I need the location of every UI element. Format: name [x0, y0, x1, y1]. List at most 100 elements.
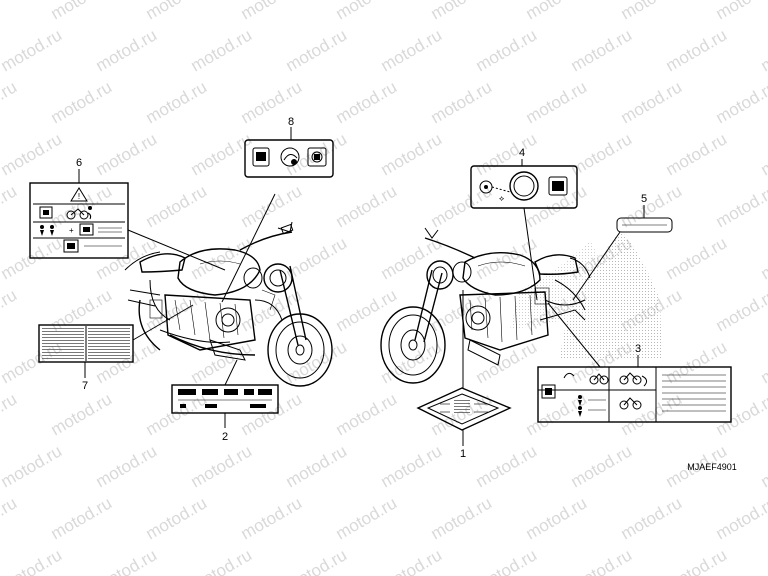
watermark-text: motod.ru [618, 389, 686, 439]
watermark-text: motod.ru [523, 0, 591, 23]
watermark-text: motod.ru [473, 233, 541, 283]
watermark-text: motod.ru [143, 0, 211, 23]
watermark-text: motod.ru [473, 129, 541, 179]
watermark-text: motod.ru [568, 545, 636, 576]
watermark-text: motod.ru [473, 25, 541, 75]
watermark-text: motod.ru [758, 441, 768, 491]
watermark-text: motod.ru [48, 285, 116, 335]
watermark-text: motod.ru [48, 77, 116, 127]
watermark-text: motod.ru [378, 545, 446, 576]
callout-8: 8 [288, 116, 294, 128]
watermark-text: motod.ru [0, 25, 65, 75]
watermark-text: motod.ru [663, 337, 731, 387]
watermark-text: motod.ru [238, 493, 306, 543]
watermark-text: motod.ru [188, 441, 256, 491]
watermark-text: motod.ru [333, 285, 401, 335]
watermark-text: motod.ru [283, 441, 351, 491]
watermark-text: motod.ru [523, 493, 591, 543]
watermark-text: motod.ru [663, 129, 731, 179]
callout-1: 1 [460, 448, 466, 460]
svg-text:!: ! [78, 192, 80, 201]
left-motorcycle-drawing [124, 221, 333, 387]
watermark-text: motod.ru [283, 337, 351, 387]
watermark-text: motod.ru [713, 389, 768, 439]
watermark-text: motod.ru [333, 181, 401, 231]
watermark-text: motod.ru [238, 77, 306, 127]
watermark-text: motod.ru [0, 545, 65, 576]
callout-5: 5 [641, 193, 647, 205]
watermark-text: motod.ru [473, 337, 541, 387]
watermark-text: motod.ru [713, 77, 768, 127]
watermark-text: motod.ru [93, 545, 161, 576]
watermark-text: motod.ru [428, 77, 496, 127]
svg-text:⟡: ⟡ [499, 194, 505, 203]
label-7 [38, 324, 134, 363]
watermark-text: motod.ru [758, 545, 768, 576]
callout-6: 6 [76, 157, 82, 169]
watermark-text: motod.ru [188, 545, 256, 576]
watermark-text: motod.ru [618, 493, 686, 543]
label-1 [416, 387, 512, 431]
watermark-text: motod.ru [0, 441, 65, 491]
watermark-text: motod.ru [428, 0, 496, 23]
callout-4: 4 [519, 147, 525, 159]
watermark-text: motod.ru [48, 0, 116, 23]
watermark-text: motod.ru [143, 77, 211, 127]
watermark-text: motod.ru [93, 441, 161, 491]
watermark-text: motod.ru [473, 441, 541, 491]
diagram-code: MJAEF4901 [687, 462, 737, 472]
watermark-text: motod.ru [663, 25, 731, 75]
watermark-text: motod.ru [568, 25, 636, 75]
watermark-text: motod.ru [568, 441, 636, 491]
watermark-text: motod.ru [238, 181, 306, 231]
watermark-text: motod.ru [378, 337, 446, 387]
watermark-text: motod.ru [428, 493, 496, 543]
watermark-text: motod.ru [0, 389, 20, 439]
watermark-text: motod.ru [713, 181, 768, 231]
watermark-text: motod.ru [333, 493, 401, 543]
watermark-text: motod.ru [188, 337, 256, 387]
watermark-text: motod.ru [663, 233, 731, 283]
watermark-text: motod.ru [713, 493, 768, 543]
watermark-text: motod.ru [378, 441, 446, 491]
watermark-text: motod.ru [758, 233, 768, 283]
callout-2: 2 [222, 431, 228, 443]
watermark-text: motod.ru [143, 389, 211, 439]
watermark-text: motod.ru [523, 77, 591, 127]
callout-numbers: 6 8 4 5 7 2 1 3 [76, 116, 647, 460]
svg-text:+: + [69, 226, 74, 235]
callout-7: 7 [82, 380, 88, 392]
watermark-text: motod.ru [0, 285, 20, 335]
watermark-text: motod.ru [378, 25, 446, 75]
watermark-text: motod.ru [758, 25, 768, 75]
watermark-text: motod.ru [333, 389, 401, 439]
watermark-text: motod.ru [93, 25, 161, 75]
callout-3: 3 [635, 343, 641, 355]
watermark-text: motod.ru [283, 545, 351, 576]
watermark-text: motod.ru [618, 77, 686, 127]
watermark-text: motod.ru [283, 25, 351, 75]
watermark-text: motod.ru [618, 0, 686, 23]
watermark-text: motod.ru [48, 389, 116, 439]
watermark-text: motod.ru [0, 77, 20, 127]
watermark-text: motod.ru [333, 0, 401, 23]
watermark-text: motod.ru [333, 77, 401, 127]
watermark-text: motod.ru [428, 181, 496, 231]
watermark-text: motod.ru [713, 285, 768, 335]
watermark-text: motod.ru [473, 545, 541, 576]
watermark-text: motod.ru [238, 285, 306, 335]
watermark-text: motod.ru [0, 0, 20, 23]
watermark-text: motod.ru [378, 129, 446, 179]
shading-area [510, 230, 662, 360]
watermark-text: motod.ru [0, 493, 20, 543]
leader-lines [78, 127, 645, 446]
watermark-text: motod.ru [48, 493, 116, 543]
label-8 [244, 139, 334, 178]
watermark-text: motod.ru [618, 181, 686, 231]
watermark-text: motod.ru [758, 337, 768, 387]
watermark-text: motod.ru [93, 129, 161, 179]
watermark-text: motod.ru [143, 181, 211, 231]
watermark-text: motod.ru [238, 389, 306, 439]
